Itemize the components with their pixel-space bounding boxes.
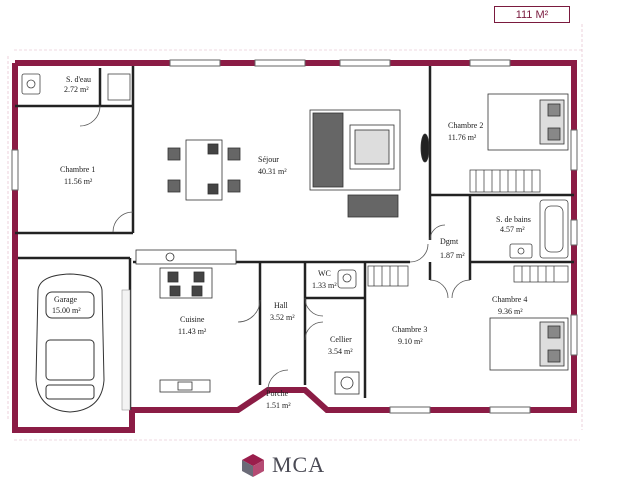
closets <box>367 169 569 287</box>
room-name-chambre2: Chambre 2 <box>448 121 483 130</box>
mca-cube-logo-icon <box>242 454 264 477</box>
room-name-chambre3: Chambre 3 <box>392 325 427 334</box>
room-area-sdebains: 4.57 m² <box>500 225 525 234</box>
room-area-cuisine: 11.43 m² <box>178 327 207 336</box>
room-name-sejour: Séjour <box>258 155 279 164</box>
room-area-chambre1: 11.56 m² <box>64 177 93 186</box>
room-area-chambre2: 11.76 m² <box>448 133 477 142</box>
room-name-cellier: Cellier <box>330 335 352 344</box>
room-area-wc: 1.33 m² <box>312 281 337 290</box>
total-area-badge: 111 M² <box>494 6 570 23</box>
room-area-porche: 1.51 m² <box>266 401 291 410</box>
room-name-sdeau: S. d'eau <box>66 75 91 84</box>
room-area-chambre3: 9.10 m² <box>398 337 423 346</box>
living-furniture <box>309 109 430 218</box>
door-swings <box>79 105 471 391</box>
kitchen-fixtures <box>135 249 237 393</box>
brand-name: MCA <box>272 452 326 477</box>
room-area-garage: 15.00 m² <box>52 306 81 315</box>
room-area-hall: 3.52 m² <box>270 313 295 322</box>
room-name-cuisine: Cuisine <box>180 315 205 324</box>
room-name-hall: Hall <box>274 301 289 310</box>
windows <box>11 59 578 414</box>
dimension-frame <box>7 24 583 441</box>
room-name-chambre4: Chambre 4 <box>492 295 527 304</box>
room-area-cellier: 3.54 m² <box>328 347 353 356</box>
room-name-wc: WC <box>318 269 331 278</box>
brand-logo: MCA <box>240 452 325 478</box>
room-area-sdeau: 2.72 m² <box>64 85 89 94</box>
room-name-garage: Garage <box>54 295 78 304</box>
room-name-chambre1: Chambre 1 <box>60 165 95 174</box>
outer-walls <box>12 60 577 433</box>
sanitary-fixtures <box>21 73 569 289</box>
garage-wall-hatch <box>121 289 131 411</box>
room-area-chambre4: 9.36 m² <box>498 307 523 316</box>
room-area-dgmt: 1.87 m² <box>440 251 465 260</box>
cellier-appliance <box>334 371 360 395</box>
room-name-sdebains: S. de bains <box>496 215 531 224</box>
dining-table <box>167 139 241 201</box>
room-labels: S. d'eau 2.72 m² Chambre 1 11.56 m² Séjo… <box>52 75 531 410</box>
room-area-sejour: 40.31 m² <box>258 167 287 176</box>
beds <box>487 93 569 371</box>
room-name-dgmt: Dgmt <box>440 237 459 246</box>
room-name-porche: Porche <box>266 389 289 398</box>
car-icon <box>35 273 105 413</box>
